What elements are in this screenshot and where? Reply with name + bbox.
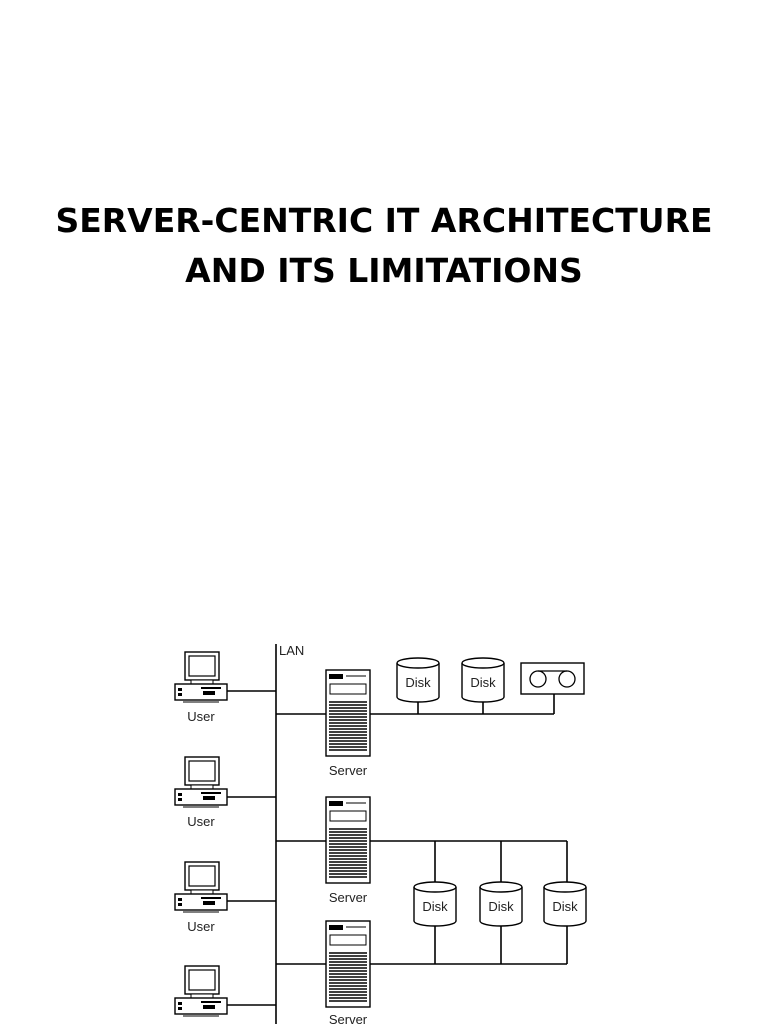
disk-label: Disk <box>422 899 448 914</box>
disk-2c: Disk <box>543 881 587 927</box>
user-computer-2: User <box>174 756 228 829</box>
disk-label: Disk <box>470 675 496 690</box>
user-computer-1: User <box>174 651 228 724</box>
server-label: Server <box>329 890 368 905</box>
tape-drive-icon <box>520 662 585 695</box>
user-label: User <box>187 919 215 934</box>
server-3: Server <box>325 920 371 1024</box>
server-label: Server <box>329 1012 368 1024</box>
user-label: User <box>187 709 215 724</box>
desktop-computer-icon <box>174 965 228 1017</box>
lan-label: LAN <box>279 643 304 658</box>
server-1: Server <box>325 669 371 778</box>
slide-title: SERVER-CENTRIC IT ARCHITECTURE AND ITS L… <box>0 196 768 296</box>
server-label: Server <box>329 763 368 778</box>
tower-server-icon <box>325 920 371 1008</box>
tower-server-icon <box>325 669 371 757</box>
title-line-1: SERVER-CENTRIC IT ARCHITECTURE <box>55 201 713 240</box>
desktop-computer-icon <box>174 651 228 703</box>
title-line-2: AND ITS LIMITATIONS <box>185 251 583 290</box>
user-computer-3: User <box>174 861 228 934</box>
user-label: User <box>187 814 215 829</box>
tower-server-icon <box>325 796 371 884</box>
disk-2a: Disk <box>413 881 457 927</box>
desktop-computer-icon <box>174 756 228 808</box>
disk-1b: Disk <box>461 657 505 703</box>
desktop-computer-icon <box>174 861 228 913</box>
disk-label: Disk <box>405 675 431 690</box>
disk-1a: Disk <box>396 657 440 703</box>
disk-2b: Disk <box>479 881 523 927</box>
disk-label: Disk <box>552 899 578 914</box>
server-2: Server <box>325 796 371 905</box>
disk-label: Disk <box>488 899 514 914</box>
user-computer-4 <box>174 965 228 1017</box>
